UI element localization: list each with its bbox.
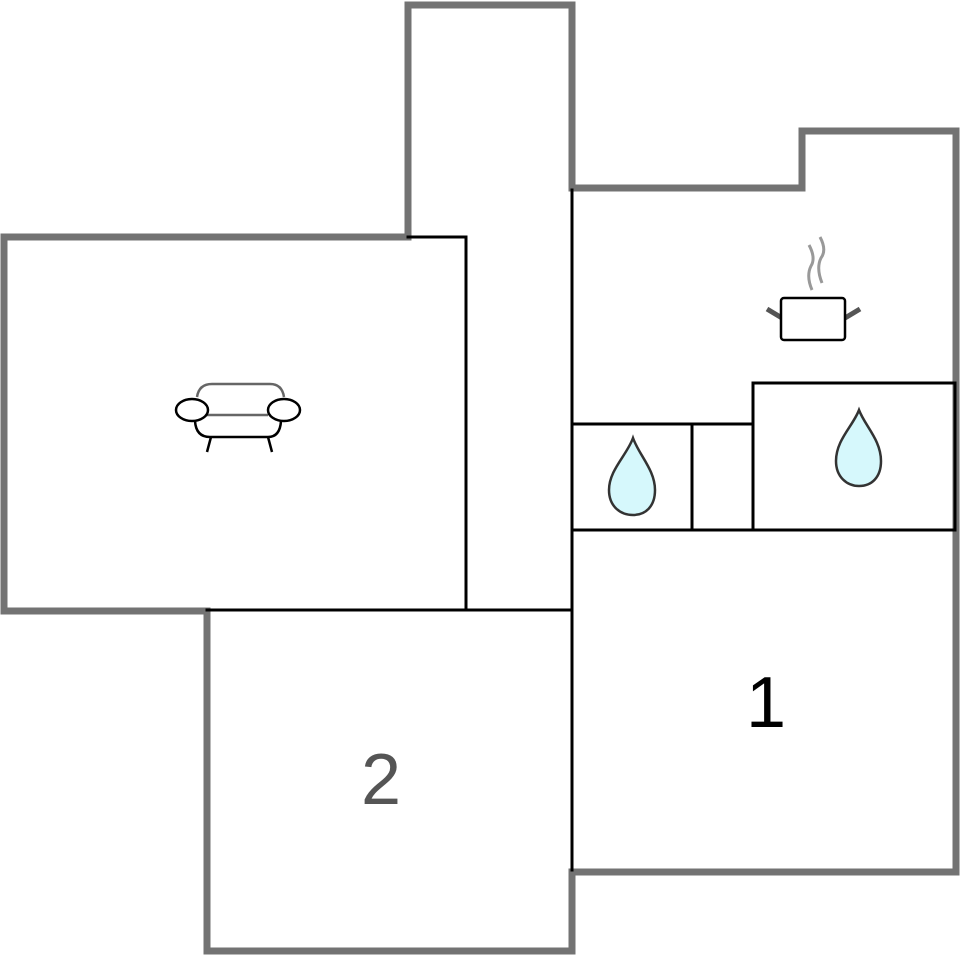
cooking-pot-icon [765, 236, 862, 342]
water-drop-icon [607, 434, 657, 517]
armchair-icon [174, 382, 302, 453]
water-drop-icon [834, 406, 883, 488]
room-label-bedroom-2: 2 [360, 740, 402, 820]
room-label-bedroom-1: 1 [745, 663, 787, 743]
interior-walls [205, 188, 957, 872]
